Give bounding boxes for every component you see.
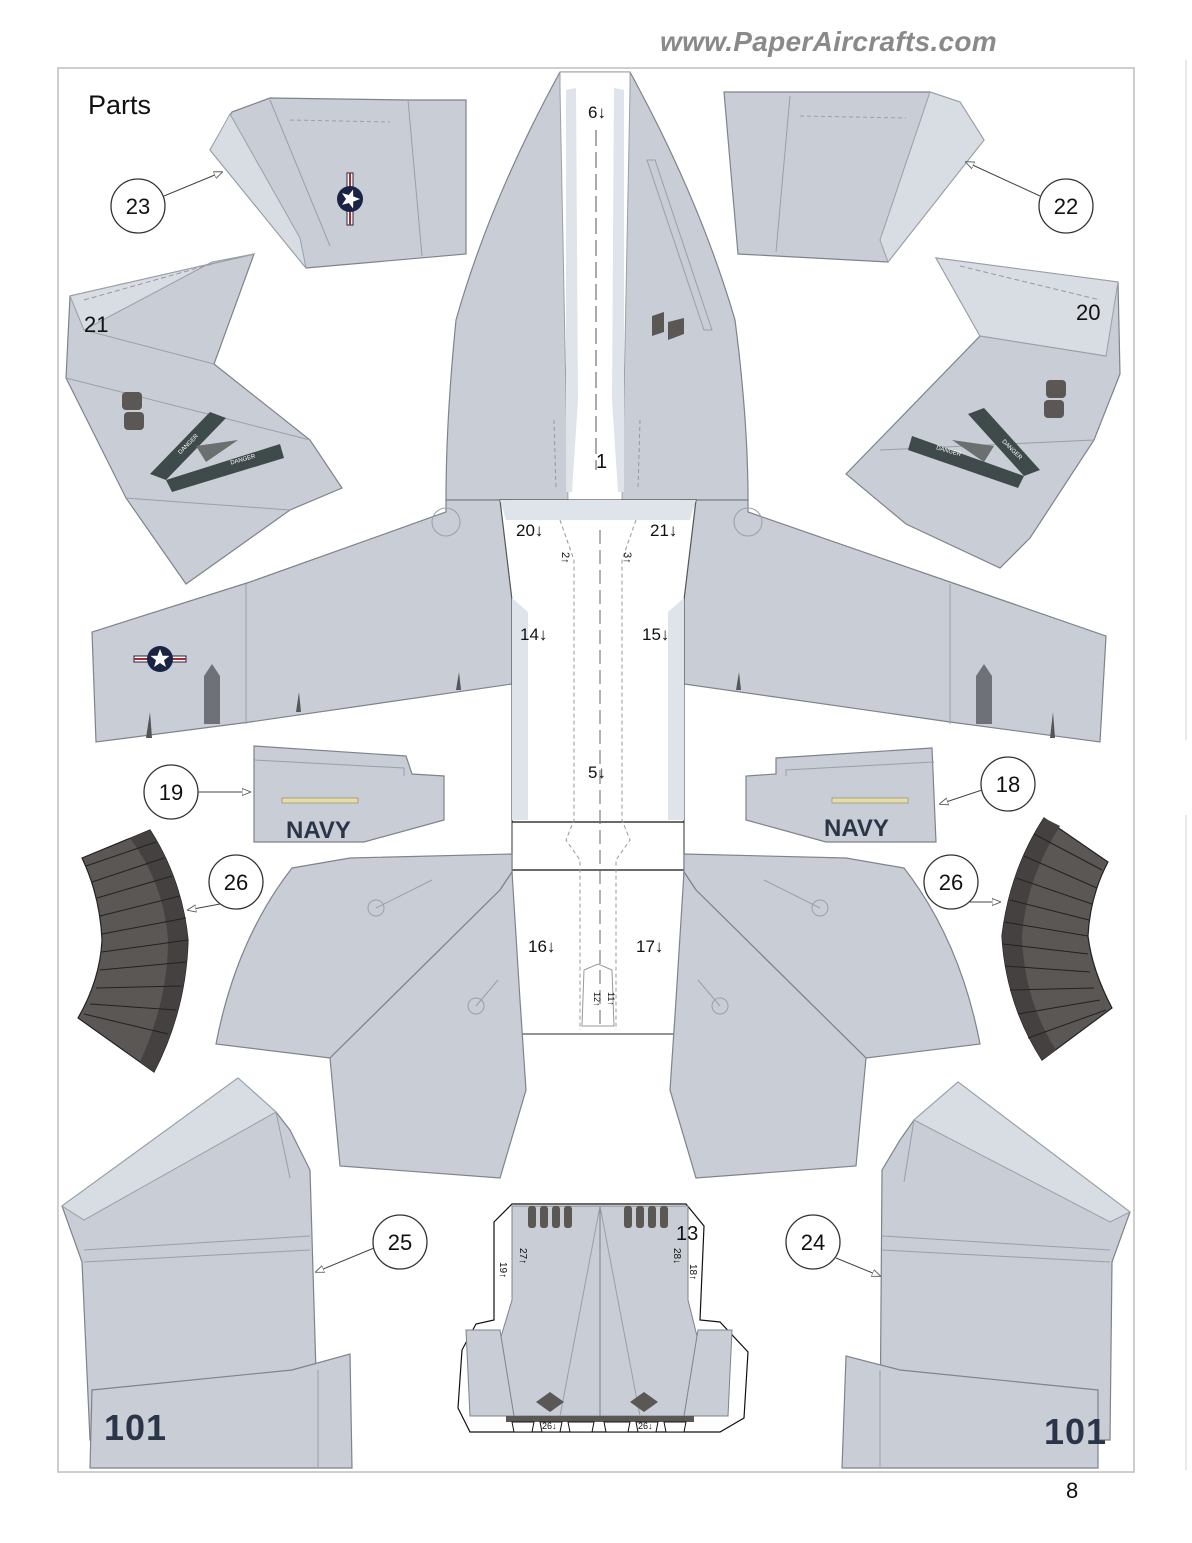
part-20: DANGER DANGER 20 xyxy=(845,257,1121,569)
part-25: 101 xyxy=(61,1077,353,1469)
intake-label-26b: 26↓ xyxy=(638,1421,653,1431)
part-26-left-nozzle xyxy=(77,829,189,1073)
fuselage-label-3: 3↑ xyxy=(621,552,633,564)
navy-decal-left: NAVY xyxy=(286,817,351,844)
tail-number-left: 101 xyxy=(104,1407,167,1448)
section-title: Parts xyxy=(88,90,151,120)
part-20-label: 20 xyxy=(1076,300,1100,325)
label-callouts-p24: 24 xyxy=(801,1230,825,1255)
fuselage-label-16: 16↓ xyxy=(528,937,555,956)
callout-23 xyxy=(110,178,166,234)
part-21-label: 21 xyxy=(84,312,108,337)
callout-22 xyxy=(1038,178,1094,234)
fuselage-label-5: 5↓ xyxy=(588,763,606,782)
intake-label-13: 13 xyxy=(676,1223,698,1245)
part-18: NAVY xyxy=(745,747,937,843)
fuselage-label-2: 2↑ xyxy=(559,552,571,564)
label-callouts-p25: 25 xyxy=(388,1230,412,1255)
part-24: 101 xyxy=(841,1081,1131,1469)
fuselage-label-11: 11↑ xyxy=(606,992,616,1006)
label-callouts-p26b: 26 xyxy=(939,870,963,895)
label-callouts-p19: 19 xyxy=(159,780,183,805)
part-26-right-nozzle xyxy=(1001,817,1113,1061)
part-21: DANGER DANGER 21 xyxy=(65,253,343,585)
wing-fuselage-part-1: 6↓ 1 20↓ 21↓ 2↑ 3↑ 14↓ 15↓ 5↓ 1 xyxy=(91,71,1107,1179)
fuselage-label-17: 17↓ xyxy=(636,937,663,956)
callout-26-left xyxy=(208,854,264,910)
label-callouts-p23: 23 xyxy=(126,194,150,219)
fuselage-label-21: 21↓ xyxy=(650,521,677,540)
callout-26-right xyxy=(923,854,979,910)
fuselage-label-12: 12↑ xyxy=(592,992,602,1007)
fuselage-label-14: 14↓ xyxy=(520,625,547,644)
navy-decal-right: NAVY xyxy=(824,815,889,842)
part-13-intake: 13 27↑ 28↓ 19↑ 18↑ 26↓ 26↓ xyxy=(457,1203,749,1433)
fuselage-label-6: 6↓ xyxy=(588,103,606,122)
callout-24 xyxy=(785,1214,841,1270)
intake-label-18: 18↑ xyxy=(687,1264,698,1280)
intake-label-28: 28↓ xyxy=(671,1248,682,1264)
part-22 xyxy=(723,91,985,264)
page-border xyxy=(57,67,1135,1473)
intake-label-26a: 26↓ xyxy=(542,1421,557,1431)
callout-18 xyxy=(980,756,1036,812)
label-callouts-p22: 22 xyxy=(1054,194,1078,219)
intake-label-27: 27↑ xyxy=(517,1248,528,1264)
label-callouts-p26a: 26 xyxy=(224,870,248,895)
callout-25 xyxy=(372,1214,428,1270)
site-url: www.PaperAircrafts.com xyxy=(660,26,998,57)
label-callouts-p18: 18 xyxy=(996,772,1020,797)
tail-number-right: 101 xyxy=(1044,1411,1107,1452)
fuselage-label-1: 1 xyxy=(596,451,607,473)
intake-label-19: 19↑ xyxy=(497,1262,508,1278)
fuselage-label-15: 15↓ xyxy=(642,625,669,644)
page-number: 8 xyxy=(1066,1478,1079,1503)
fuselage-label-20: 20↓ xyxy=(516,521,543,540)
part-19: NAVY xyxy=(253,745,445,844)
part-23 xyxy=(209,97,467,269)
